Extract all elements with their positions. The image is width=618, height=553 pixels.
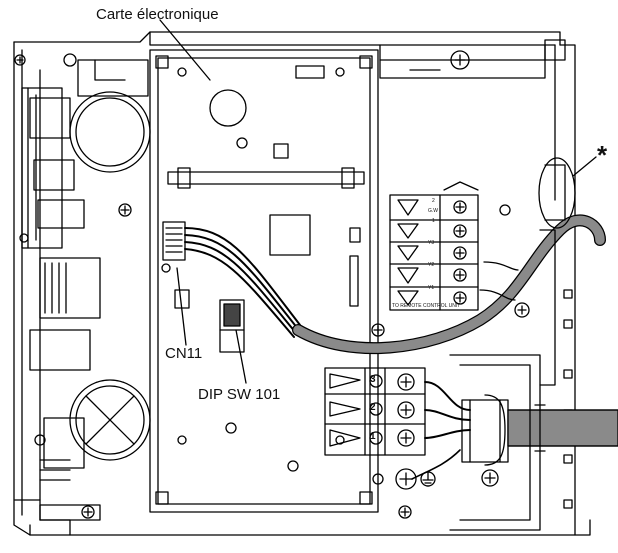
- terminal-block-remote: [389, 181, 479, 311]
- terminal-mark-1: 1: [432, 218, 435, 224]
- asterisk-marker: *: [597, 140, 608, 170]
- cable-clamp-highlight: [538, 156, 597, 229]
- leader-lines: [159, 19, 247, 384]
- terminal-block-power: [324, 367, 426, 456]
- left-connectors: [21, 59, 151, 521]
- ground-symbol-icon: [422, 471, 434, 487]
- power-cable-gland: [424, 354, 618, 531]
- power-terminal-2: 2: [370, 402, 376, 413]
- power-terminal-1: 1: [370, 431, 376, 442]
- dip-switch-101: [219, 299, 245, 353]
- top-lip: [379, 44, 546, 79]
- terminal-mark-y2: Y2: [428, 262, 435, 268]
- right-rails: [539, 229, 573, 509]
- board-label: Carte électronique: [96, 6, 219, 23]
- power-terminal-3: 3: [370, 374, 376, 385]
- circuit-board: [149, 49, 379, 513]
- terminal-mark-2: 2: [432, 198, 435, 204]
- ribbon-cable: [184, 227, 301, 338]
- ground-terminal: [372, 449, 461, 490]
- terminal-mark-gw: G.W: [428, 208, 438, 214]
- cn11-connector: [162, 221, 186, 261]
- remote-cable: [292, 214, 606, 355]
- frame-screws: [14, 50, 530, 519]
- terminal-mark-remote: TO REMOTE CONTROL UNIT: [392, 303, 461, 309]
- cn11-label: CN11: [165, 345, 203, 362]
- terminal-mark-y1: Y1: [428, 285, 435, 291]
- dip-switch-label: DIP SW 101: [198, 386, 281, 403]
- terminal-mark-y3: Y3: [428, 240, 435, 246]
